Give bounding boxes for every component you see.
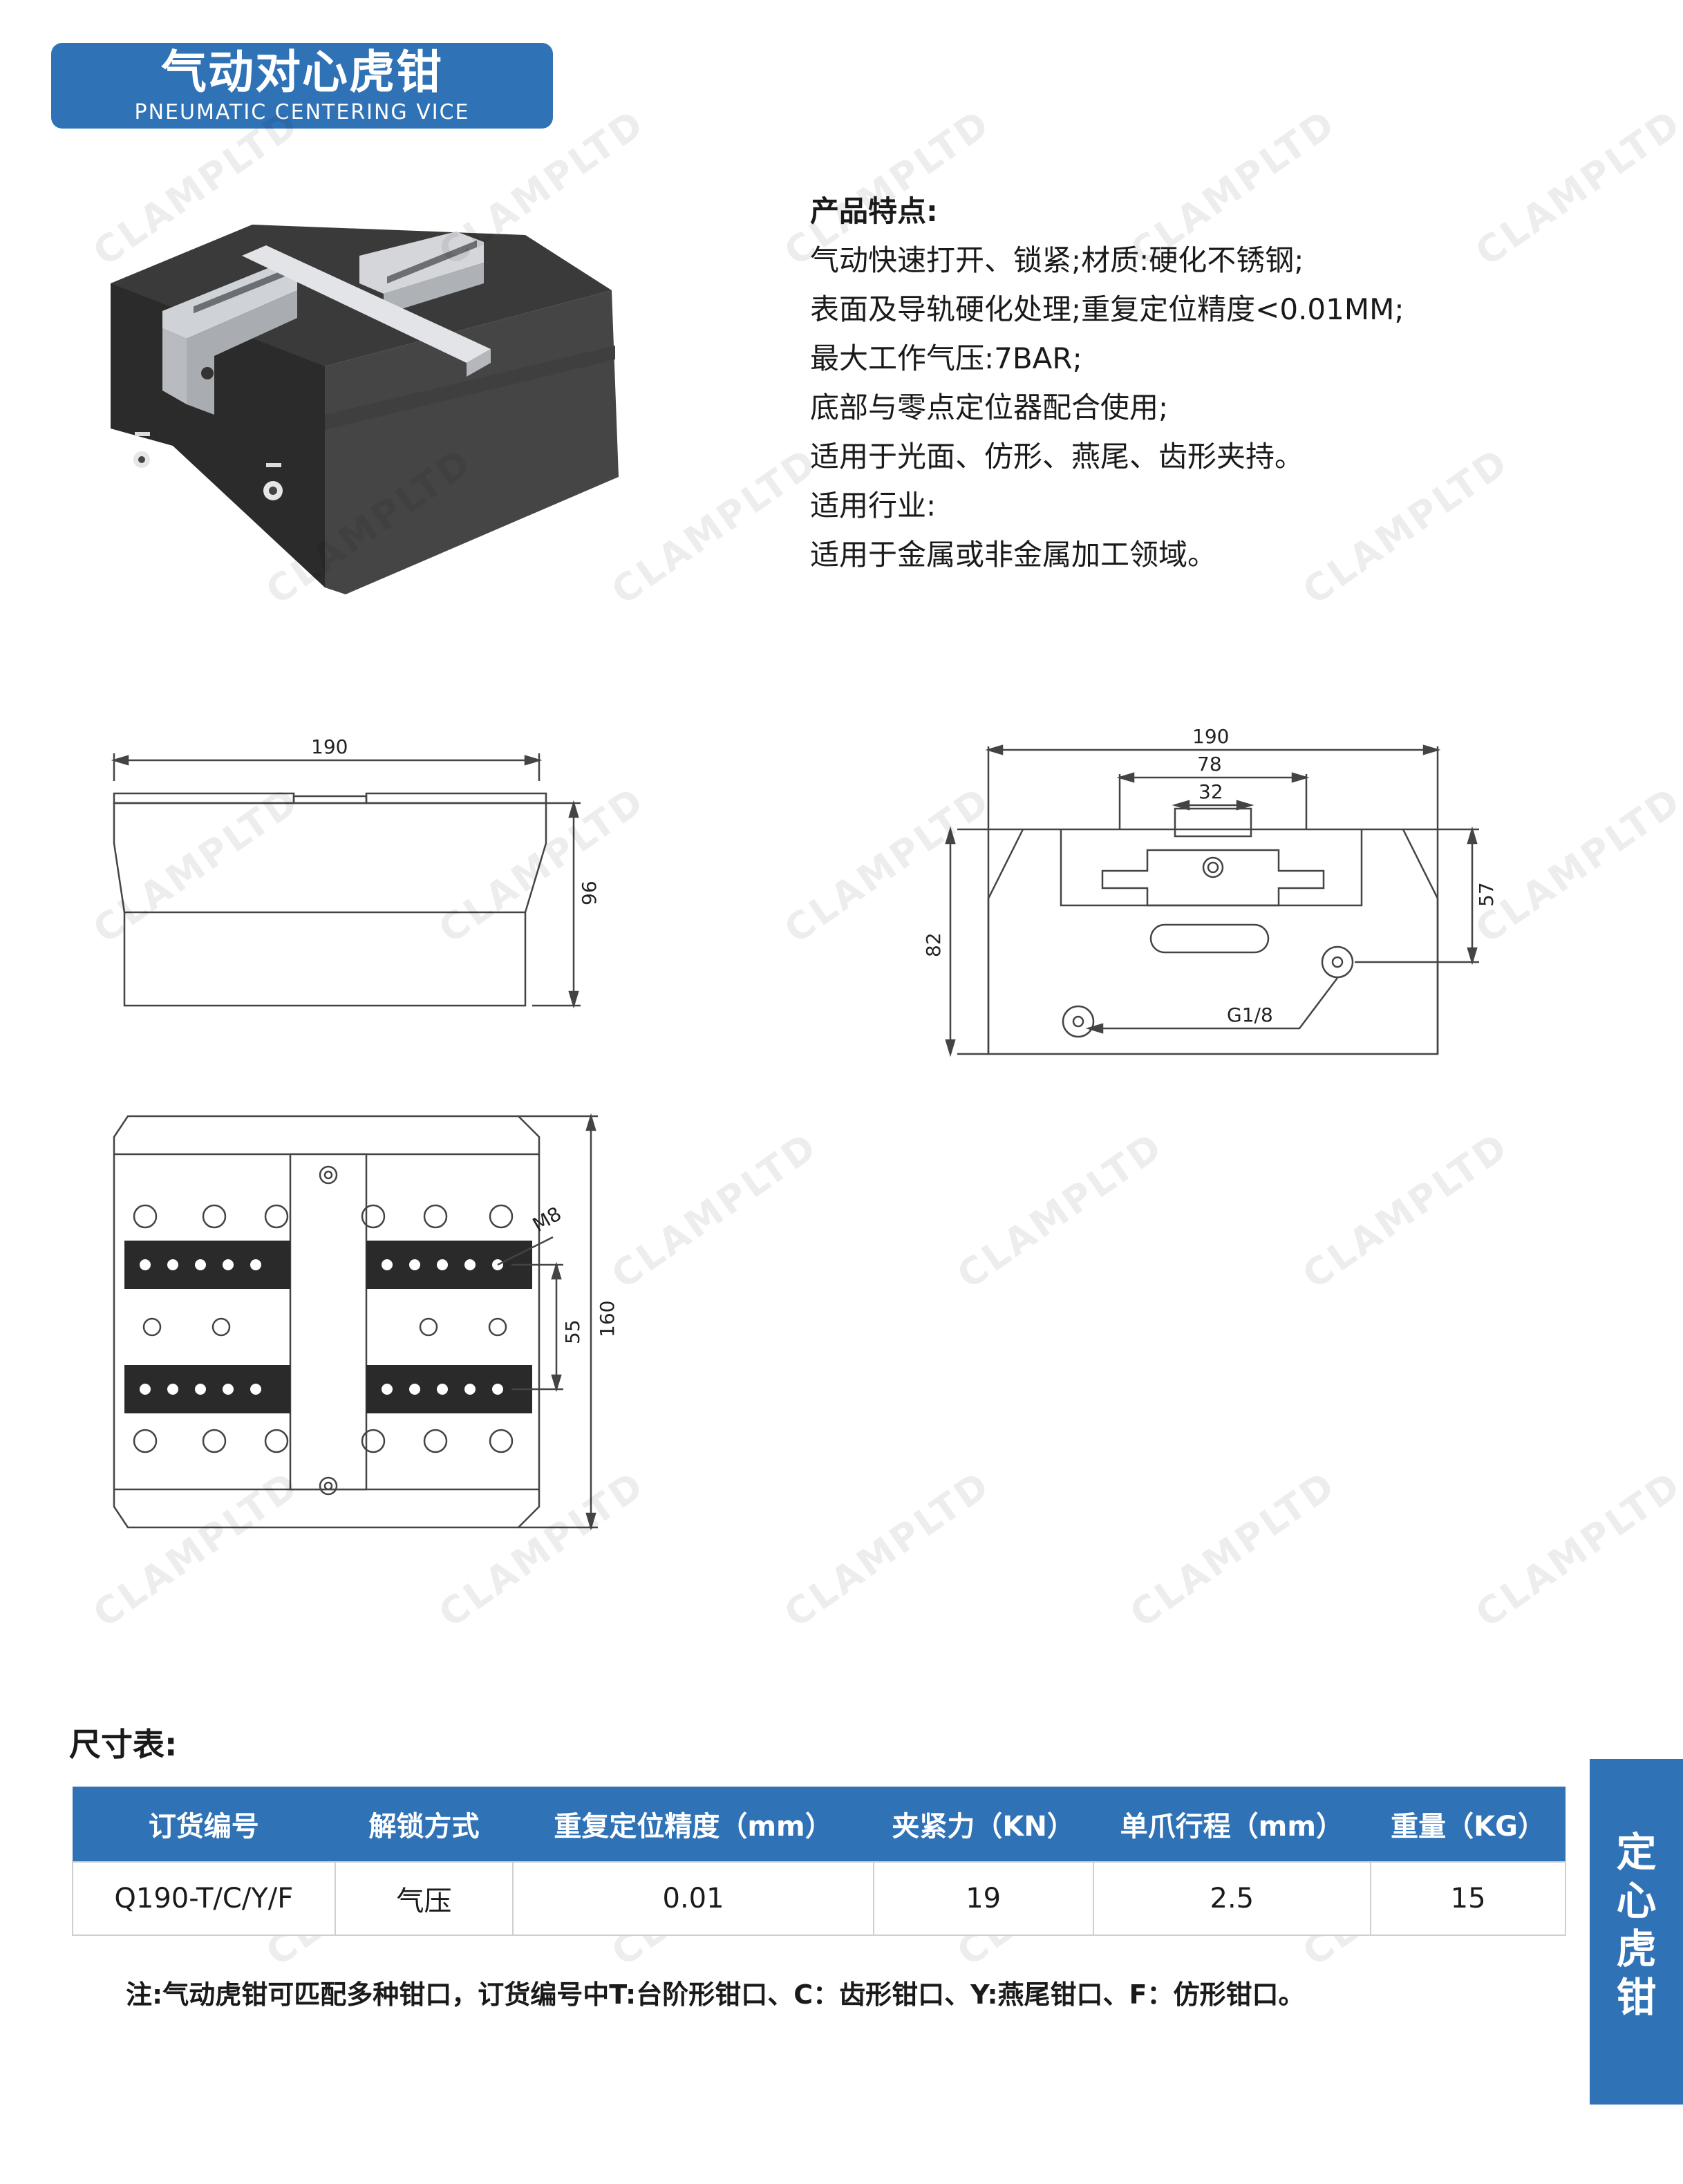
table-cell: 15: [1370, 1861, 1566, 1936]
table-header: 重量（KG）: [1371, 1787, 1566, 1862]
side-tab-char: 钳: [1616, 1974, 1657, 2021]
top-pitch-label: 55: [561, 1319, 584, 1344]
feature-line: 最大工作气压:7BAR;: [810, 341, 1082, 375]
product-photo: [97, 207, 636, 608]
top-view-drawing: M8 55 160: [104, 1106, 643, 1562]
dimensions-title: 尺寸表:: [69, 1726, 178, 1763]
table-cell: Q190-T/C/Y/F: [72, 1861, 336, 1936]
front-port-height-label: 57: [1475, 882, 1498, 907]
side-height-label: 96: [578, 881, 601, 905]
watermark: CLAMPLTD: [1467, 1462, 1683, 1637]
feature-line: 适用于光面、仿形、燕尾、齿形夹持。: [810, 440, 1304, 473]
product-features: 产品特点: 气动快速打开、锁紧;材质:硬化不锈钢; 表面及导轨硬化处理;重复定位…: [810, 187, 1570, 579]
feature-line: 适用于金属或非金属加工领域。: [810, 538, 1217, 572]
table-cell: 19: [872, 1861, 1094, 1936]
front-view-drawing: 190 78 32 G1/8 82 57: [919, 719, 1527, 1064]
side-width-label: 190: [311, 735, 348, 758]
table-cell: 2.5: [1092, 1861, 1372, 1936]
feature-line: 表面及导轨硬化处理;重复定位精度<0.01MM;: [810, 292, 1404, 326]
features-title: 产品特点:: [810, 194, 938, 228]
spec-table: 订货编号 解锁方式 重复定位精度（mm） 夹紧力（KN） 单爪行程（mm） 重量…: [72, 1787, 1566, 1936]
front-width-label: 190: [1192, 725, 1229, 748]
feature-line: 适用行业:: [810, 489, 937, 523]
top-thread-label: M8: [529, 1202, 565, 1236]
table-header-row: 订货编号 解锁方式 重复定位精度（mm） 夹紧力（KN） 单爪行程（mm） 重量…: [73, 1787, 1566, 1862]
side-view-drawing: 190 96: [104, 733, 629, 1023]
front-slot-label: 32: [1198, 780, 1223, 803]
title-zh: 气动对心虎钳: [161, 46, 443, 99]
front-port-label: G1/8: [1227, 1004, 1273, 1026]
side-tab-char: 虎: [1616, 1926, 1657, 1973]
footnote: 注:气动虎钳可匹配多种钳口，订货编号中T:台阶形钳口、C：齿形钳口、Y:燕尾钳口…: [126, 1979, 1305, 2010]
table-header: 解锁方式: [335, 1787, 514, 1862]
table-cell: 0.01: [512, 1861, 874, 1936]
side-tab-char: 心: [1616, 1877, 1657, 1924]
top-depth-label: 160: [596, 1301, 619, 1337]
front-inner-label: 78: [1197, 753, 1222, 775]
table-header: 重复定位精度（mm）: [513, 1787, 874, 1862]
table-header: 单爪行程（mm）: [1093, 1787, 1371, 1862]
watermark: CLAMPLTD: [1122, 1462, 1344, 1637]
feature-line: 底部与零点定位器配合使用;: [810, 390, 1169, 424]
watermark: CLAMPLTD: [949, 1123, 1172, 1298]
feature-line: 气动快速打开、锁紧;材质:硬化不锈钢;: [810, 243, 1304, 277]
table-header: 订货编号: [73, 1787, 335, 1862]
table-cell: 气压: [334, 1861, 514, 1936]
watermark: CLAMPLTD: [603, 439, 826, 614]
table-row: Q190-T/C/Y/F 气压 0.01 19 2.5 15: [72, 1861, 1566, 1936]
title-en: PNEUMATIC CENTERING VICE: [134, 100, 470, 124]
side-tab-char: 定: [1616, 1829, 1657, 1876]
title-banner: 气动对心虎钳 PNEUMATIC CENTERING VICE: [51, 43, 553, 129]
front-height-label: 82: [922, 932, 945, 957]
watermark: CLAMPLTD: [776, 1462, 999, 1637]
table-header: 夹紧力（KN）: [873, 1787, 1093, 1862]
category-side-tab: 定 心 虎 钳: [1590, 1759, 1683, 2105]
watermark: CLAMPLTD: [1295, 1123, 1517, 1298]
